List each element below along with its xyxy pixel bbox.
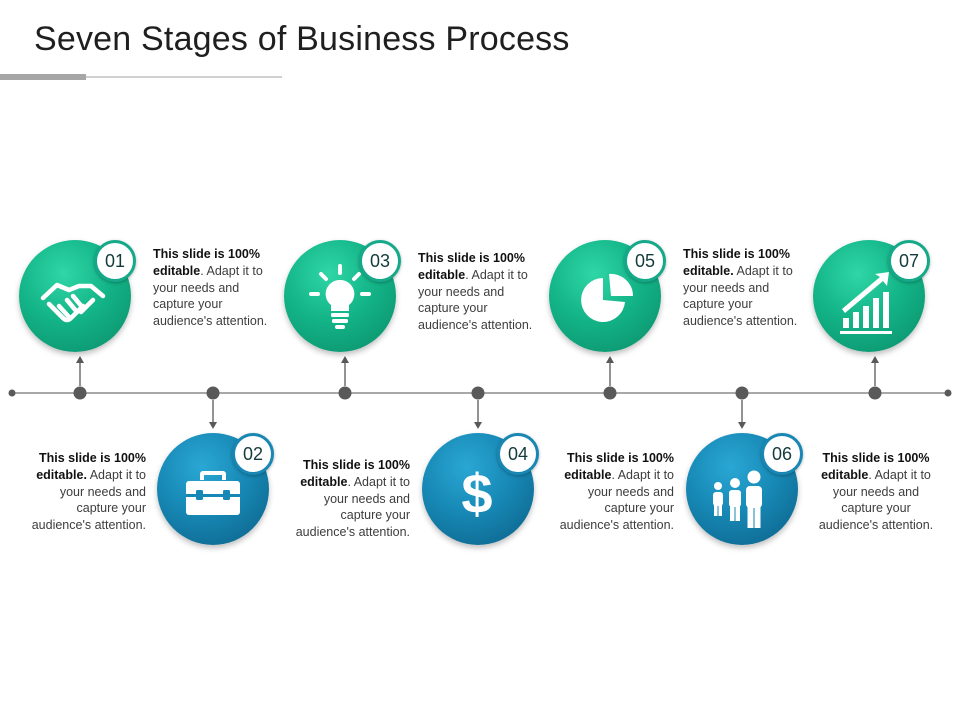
stage-text-bold: This slide is 100% editable bbox=[300, 458, 410, 489]
stage-02-number: 02 bbox=[232, 433, 274, 475]
stage-text-body: . Adapt it to your needs and capture you… bbox=[153, 263, 268, 329]
stage-06-text: This slide is 100% editable. Adapt it to… bbox=[550, 450, 674, 534]
stage-04-number: 04 bbox=[497, 433, 539, 475]
stage-06-number: 06 bbox=[761, 433, 803, 475]
stage-01-text: This slide is 100% editable. Adapt it to… bbox=[153, 246, 283, 330]
timeline-nodes bbox=[73, 386, 882, 400]
stage-text-bold: This slide is 100% editable bbox=[153, 247, 260, 278]
timeline-node bbox=[471, 386, 485, 400]
stage-text-body: . Adapt it to your needs and capture you… bbox=[818, 467, 934, 533]
lightbulb-icon bbox=[309, 264, 371, 329]
stage-text-bold: This slide is 100% editable bbox=[418, 251, 525, 282]
stage-text-body: Adapt it to your needs and capture your … bbox=[31, 467, 146, 533]
stage-02-text: This slide is 100% editable. Adapt it to… bbox=[22, 450, 146, 534]
stage-text-bold: This slide is 100% editable. bbox=[683, 247, 790, 278]
briefcase-icon bbox=[186, 471, 240, 515]
growth-chart-icon bbox=[840, 272, 892, 334]
timeline-end-dot bbox=[944, 389, 952, 397]
title-underline-accent bbox=[0, 74, 86, 80]
stage-text-bold: This slide is 100% editable bbox=[821, 451, 930, 482]
stage-text-bold: This slide is 100% editable. bbox=[36, 451, 146, 482]
people-icon bbox=[713, 470, 762, 528]
stage-07-text: This slide is 100% editable. Adapt it to… bbox=[818, 450, 934, 534]
timeline-node bbox=[868, 386, 882, 400]
stage-text-body: . Adapt it to your needs and capture you… bbox=[295, 474, 410, 540]
stage-text-body: . Adapt it to your needs and capture you… bbox=[418, 267, 533, 333]
stage-07-number: 07 bbox=[888, 240, 930, 282]
handshake-icon bbox=[40, 282, 106, 323]
stage-05-text: This slide is 100% editable. Adapt it to… bbox=[683, 246, 807, 330]
timeline-node bbox=[338, 386, 352, 400]
page-title: Seven Stages of Business Process bbox=[34, 20, 570, 58]
dollar-icon: $ bbox=[461, 462, 492, 525]
stage-05-number: 05 bbox=[624, 240, 666, 282]
pie-chart-icon bbox=[581, 273, 634, 322]
timeline-end-dot bbox=[8, 389, 16, 397]
svg-text:$: $ bbox=[461, 462, 492, 525]
stage-text-body: Adapt it to your needs and capture your … bbox=[683, 263, 798, 329]
stage-text-bold: This slide is 100% editable bbox=[564, 451, 674, 482]
timeline-node bbox=[735, 386, 749, 400]
timeline-node bbox=[603, 386, 617, 400]
stage-03-text: This slide is 100% editable. Adapt it to… bbox=[418, 250, 548, 334]
title-underline bbox=[0, 76, 282, 78]
stage-04-text: This slide is 100% editable. Adapt it to… bbox=[286, 457, 410, 541]
stage-03-number: 03 bbox=[359, 240, 401, 282]
stage-07-circle bbox=[813, 240, 925, 352]
stage-text-body: . Adapt it to your needs and capture you… bbox=[559, 467, 674, 533]
timeline-node bbox=[73, 386, 87, 400]
timeline-node bbox=[206, 386, 220, 400]
stage-01-number: 01 bbox=[94, 240, 136, 282]
